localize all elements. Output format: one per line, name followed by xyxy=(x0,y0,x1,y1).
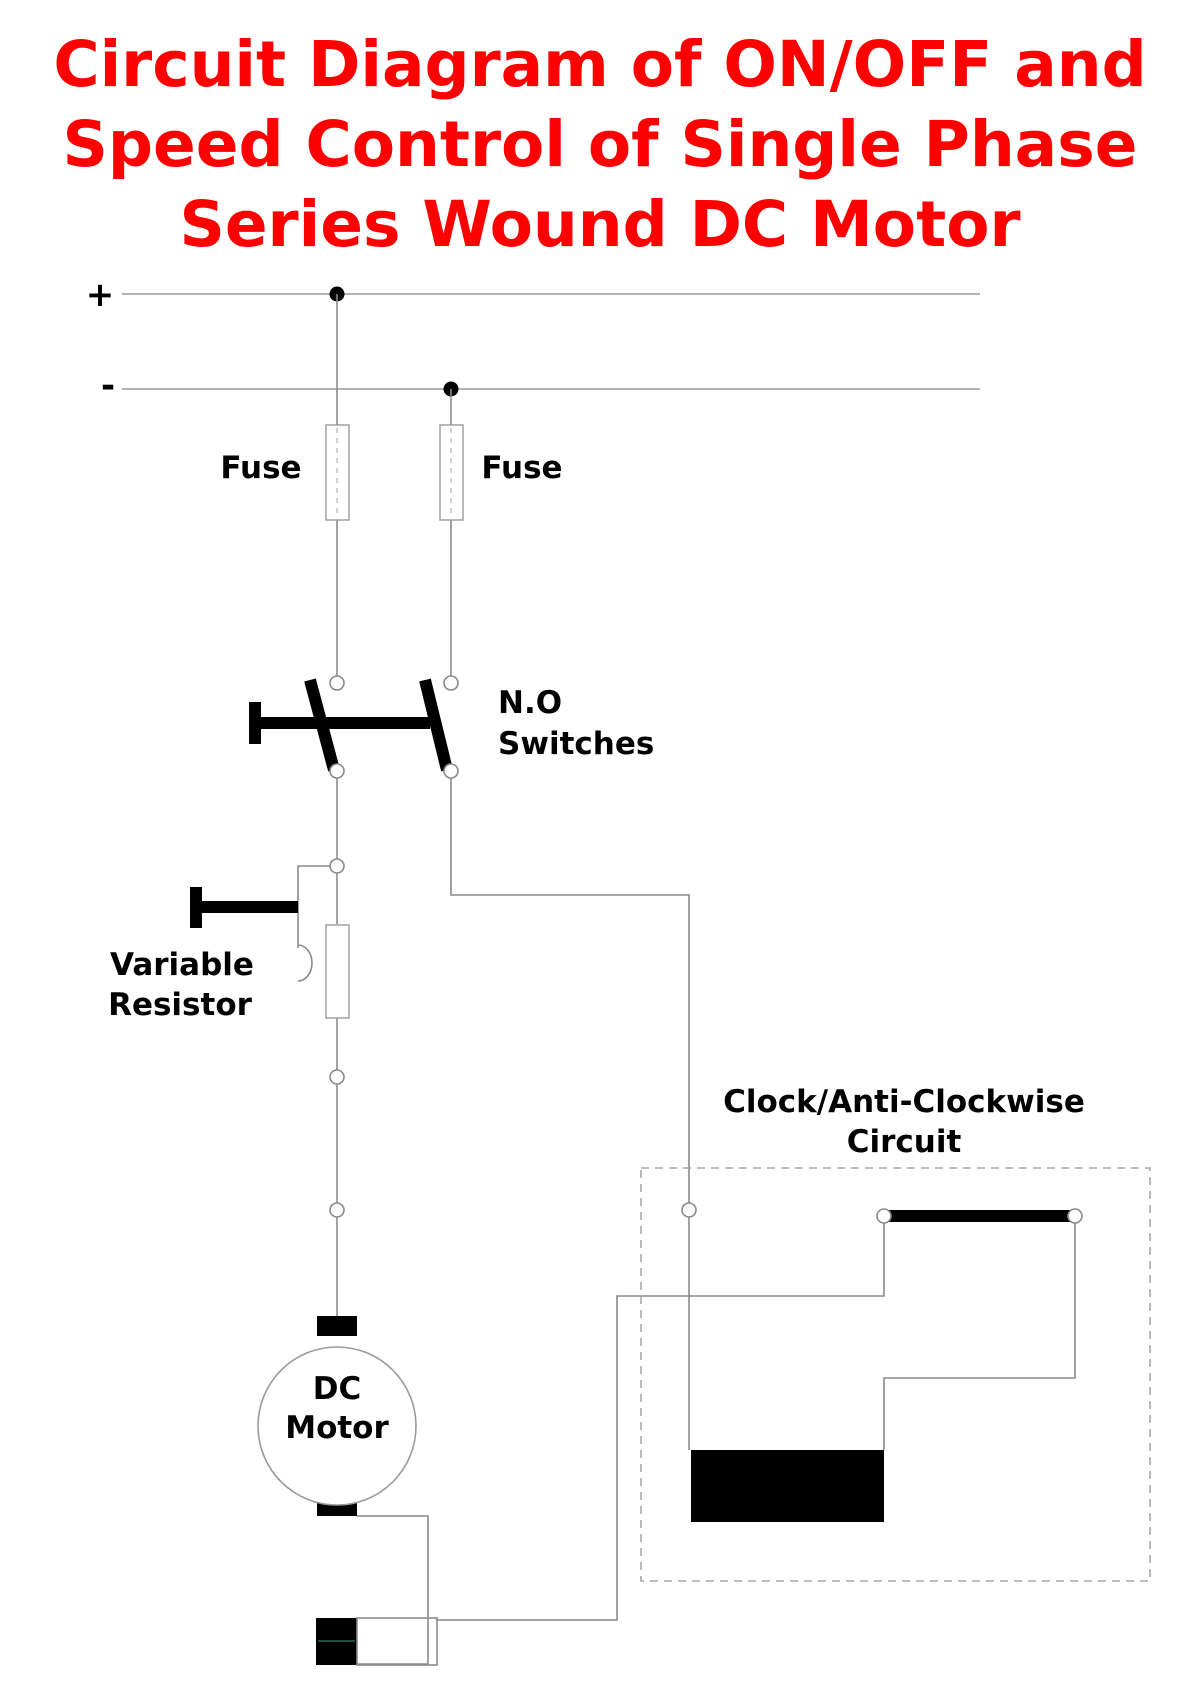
title-line-2: Speed Control of Single Phase xyxy=(63,108,1138,181)
supply-rails: + - xyxy=(86,275,980,406)
variable-resistor xyxy=(190,858,350,1085)
positive-rail-label: + xyxy=(86,275,115,315)
resistor-label-line-1: Variable xyxy=(110,947,254,983)
title-line-1: Circuit Diagram of ON/OFF and xyxy=(53,28,1146,101)
no-switches xyxy=(249,675,459,779)
diagram-title: Circuit Diagram of ON/OFF and Speed Cont… xyxy=(53,28,1146,261)
fuse-left xyxy=(325,424,350,521)
reverse-contact-block xyxy=(691,1450,884,1522)
series-field-winding xyxy=(316,1515,438,1666)
right-branch-wire xyxy=(450,389,690,1450)
switches-label-line-2: Switches xyxy=(498,726,654,762)
motor-brush-top xyxy=(317,1316,357,1336)
motor-label-line-1: DC xyxy=(313,1371,361,1407)
motor-label-line-2: Motor xyxy=(285,1410,389,1446)
reverse-circuit-label-line-1: Clock/Anti-Clockwise xyxy=(723,1084,1085,1120)
fuse-right xyxy=(439,424,464,521)
dc-motor xyxy=(257,1316,417,1516)
reverse-circuit-box xyxy=(640,1167,1151,1582)
resistor-label-line-2: Resistor xyxy=(108,987,253,1023)
negative-rail-label: - xyxy=(101,366,115,406)
reverse-circuit-label-line-2: Circuit xyxy=(847,1124,962,1160)
title-line-3: Series Wound DC Motor xyxy=(179,188,1020,261)
fuse-right-label: Fuse xyxy=(481,450,562,486)
fuse-left-label: Fuse xyxy=(220,450,301,486)
switch-blade-left xyxy=(304,678,340,772)
switch-blade-right xyxy=(419,678,453,772)
reverse-switch xyxy=(329,1202,1083,1621)
switches-label-line-1: N.O xyxy=(498,685,562,721)
motor-armature xyxy=(257,1346,417,1506)
